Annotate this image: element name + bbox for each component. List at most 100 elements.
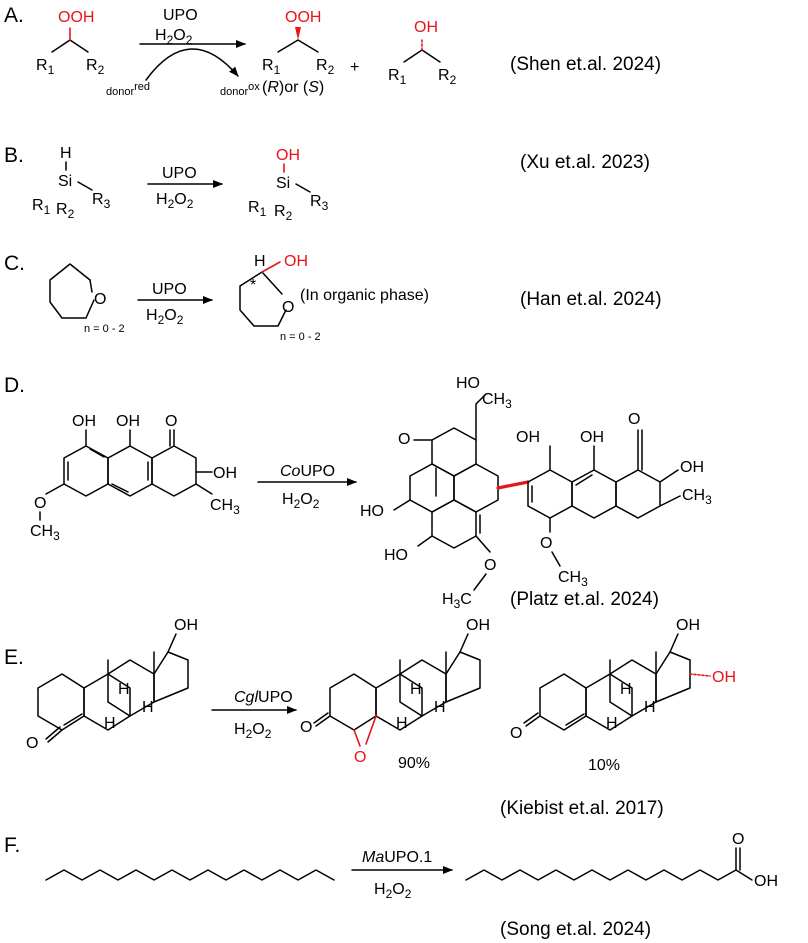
silane-r1: R1 (32, 197, 51, 217)
panel-b-label: B. (4, 144, 24, 167)
panel-e-label: E. (4, 646, 24, 669)
panel-a: A. OOH R1 R2 UPO H2O2 donorred donorox O… (4, 4, 661, 98)
dimer-ch3-top: CH3 (482, 391, 512, 411)
chiral-star: * (250, 277, 256, 294)
panel-d-substrate: OH OH O OH CH3 O CH3 (30, 413, 240, 543)
product2-r2: R2 (438, 67, 457, 87)
epoxide-o: O (354, 749, 366, 766)
panel-c-note: (In organic phase) (300, 287, 429, 304)
dimer-h3c: H3C (442, 591, 472, 611)
panel-a-arrow: UPO H2O2 donorred donorox (106, 7, 260, 98)
panel-c: C. O n = 0 - 2 UPO H2O2 H OH * O n = 0 -… (4, 252, 662, 343)
panel-e-arrow: CglUPO H2O2 (211, 689, 297, 741)
epoxide-ketone: O (300, 719, 312, 736)
substrate-e-h-2: H (142, 699, 154, 716)
dimer-oh-right-2: OH (580, 429, 604, 446)
dimer-ho-lower: HO (384, 547, 408, 564)
panel-b-product: OH Si R1 R2 R3 (248, 147, 329, 223)
substrate-e-oh: OH (174, 617, 198, 634)
panel-a-oxidant: H2O2 (155, 27, 193, 47)
hemiacetal-oh: OH (284, 253, 308, 270)
panel-a-substrate: OOH R1 R2 (36, 9, 105, 77)
acid-oh: OH (754, 873, 778, 890)
panel-e-oxidant: H2O2 (234, 721, 272, 741)
panel-f: F. MaUPO.1 H2O2 O OH (Song et.al. 2024) (4, 831, 778, 940)
dimer-oh-right-3: OH (680, 459, 704, 476)
panel-c-enzyme: UPO (152, 281, 187, 298)
dimer-ketone-right: O (628, 411, 640, 428)
panel-b-reference: (Xu et.al. 2023) (520, 152, 650, 173)
panel-d: D. OH OH O OH CH3 O (4, 374, 712, 611)
product-r1: R1 (262, 57, 281, 77)
panel-e: E. O OH H H H CglUPO H2O2 (4, 617, 736, 819)
product2-oh: OH (414, 19, 438, 36)
panel-a-label: A. (4, 4, 24, 27)
panel-c-product: H OH * O n = 0 - 2 (239, 253, 321, 343)
silanol-r2: R2 (274, 203, 293, 223)
panel-c-label: C. (4, 252, 25, 275)
silane-h: H (60, 145, 72, 162)
silanol-oh: OH (276, 147, 300, 164)
silane-si: Si (58, 173, 72, 190)
panel-e-substrate: O OH H H H (26, 617, 198, 752)
panel-a-reference: (Shen et.al. 2024) (510, 54, 661, 75)
epoxide-oh: OH (466, 617, 490, 634)
panel-d-reference: (Platz et.al. 2024) (510, 589, 659, 610)
substrate-ketone: O (165, 413, 177, 430)
substrate-e-ketone: O (26, 735, 38, 752)
dimer-oh-right-1: OH (516, 429, 540, 446)
panel-c-oxidant: H2O2 (146, 307, 184, 327)
panel-c-arrow: UPO H2O2 (137, 281, 213, 327)
dimer-methoxy-o-right: O (540, 535, 552, 552)
product-r2: R2 (316, 57, 335, 77)
diol-oh-17: OH (676, 617, 700, 634)
dimer-methoxy-o-lower: O (484, 557, 496, 574)
alkane-chain (45, 869, 335, 881)
panel-f-oxidant: H2O2 (374, 881, 412, 901)
panel-d-enzyme: CoUPO (280, 463, 335, 480)
substrate-ooh: OOH (58, 9, 94, 26)
panel-e-enzyme: CglUPO (234, 689, 293, 706)
silanol-si: Si (276, 175, 290, 192)
silane-r2: R2 (56, 201, 75, 221)
silanol-r1: R1 (248, 199, 267, 219)
panel-a-product-hydroperoxide: OOH R1 R2 (R)or (S) (262, 9, 335, 96)
substrate-e-h-3: H (104, 715, 116, 732)
panel-a-product-alcohol: OH R1 R2 (388, 19, 457, 87)
ether-o: O (94, 291, 106, 308)
panel-a-enzyme: UPO (163, 7, 198, 24)
diol-h-1: H (620, 681, 632, 698)
product2-r1: R1 (388, 67, 407, 87)
donor-ox: donorox (220, 81, 260, 98)
product-n-range: n = 0 - 2 (280, 331, 321, 343)
hemiacetal-o: O (282, 299, 294, 316)
epoxide-h-1: H (410, 681, 422, 698)
acid-carbonyl-o: O (732, 831, 744, 848)
dimer-ketone-left: O (398, 431, 410, 448)
acid-chain (465, 869, 737, 881)
diol-ketone: O (510, 725, 522, 742)
panel-e-reference: (Kiebist et.al. 2017) (500, 798, 664, 819)
substrate-oh-3: OH (213, 465, 237, 482)
panel-b-oxidant: H2O2 (156, 191, 194, 211)
panel-b: B. H Si R1 R2 R3 UPO H2O2 OH Si R1 R2 R3… (4, 144, 650, 223)
donor-red: donorred (106, 81, 150, 98)
substrate-methoxy-o: O (34, 495, 46, 512)
product-ooh: OOH (285, 9, 321, 26)
panel-e-product-epoxide: O O OH H H H 90% (300, 617, 490, 772)
diol-h-3: H (606, 715, 618, 732)
diol-h-2: H (644, 699, 656, 716)
substrate-oh-1: OH (72, 413, 96, 430)
panel-b-arrow: UPO H2O2 (147, 165, 223, 211)
panel-c-substrate: O n = 0 - 2 (49, 263, 125, 335)
panel-b-substrate: H Si R1 R2 R3 (32, 145, 111, 221)
panel-b-enzyme: UPO (162, 165, 197, 182)
substrate-methoxy-ch3: CH3 (30, 523, 60, 543)
dimer-ho-top: HO (456, 375, 480, 392)
hemiacetal-h: H (254, 253, 266, 270)
silane-r3: R3 (92, 191, 111, 211)
epoxide-h-2: H (434, 699, 446, 716)
panel-c-reference: (Han et.al. 2024) (520, 289, 662, 310)
yield-diol: 10% (588, 757, 620, 774)
